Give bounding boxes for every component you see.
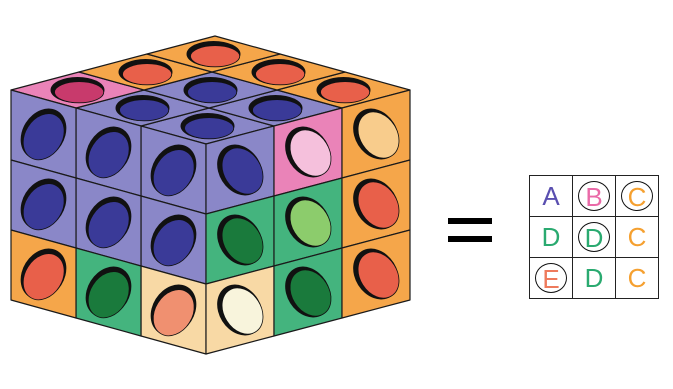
- right-hole: [353, 108, 400, 160]
- left-hole: [20, 108, 67, 161]
- top-hole: [118, 59, 173, 86]
- circled-letter: C: [621, 181, 653, 212]
- grid-letter: C: [627, 263, 647, 293]
- right-hole: [217, 144, 264, 196]
- left-hole: [150, 144, 197, 197]
- grid-cell: D: [572, 257, 616, 299]
- equals-bottom-bar: [448, 236, 492, 242]
- right-hole: [353, 248, 400, 300]
- right-hole: [217, 214, 264, 266]
- grid-letter: A: [542, 181, 560, 211]
- grid-letter: D: [541, 222, 561, 252]
- right-hole: [285, 266, 332, 318]
- left-hole: [150, 284, 197, 337]
- equals-top-bar: [448, 218, 492, 224]
- top-hole: [50, 77, 105, 104]
- grid-cell: C: [615, 257, 659, 299]
- top-hole: [183, 77, 238, 104]
- circled-letter: B: [578, 181, 610, 212]
- left-hole: [20, 248, 67, 301]
- left-hole: [85, 126, 132, 179]
- equals-sign: [448, 212, 492, 248]
- grid-cell: D: [529, 216, 573, 258]
- right-hole: [353, 178, 400, 230]
- left-hole: [85, 196, 132, 249]
- top-hole: [316, 77, 371, 104]
- grid-cell: C: [615, 216, 659, 258]
- right-hole: [285, 126, 332, 178]
- circled-letter: D: [578, 222, 610, 253]
- circled-letter: E: [535, 263, 567, 294]
- grid-cell: C: [615, 175, 659, 217]
- right-hole: [285, 196, 332, 248]
- grid-letter: C: [627, 222, 647, 252]
- grid-cell: D: [572, 216, 616, 258]
- left-hole: [85, 266, 132, 319]
- grid-letter: D: [584, 263, 604, 293]
- left-hole: [20, 178, 67, 231]
- right-hole: [217, 284, 264, 336]
- top-hole: [180, 113, 235, 140]
- grid-cell: A: [529, 175, 573, 217]
- top-hole: [251, 59, 306, 86]
- grid-cell: E: [529, 257, 573, 299]
- top-hole: [248, 95, 303, 122]
- top-hole: [186, 41, 241, 68]
- left-hole: [150, 214, 197, 267]
- grid-cell: B: [572, 175, 616, 217]
- top-hole: [115, 95, 170, 122]
